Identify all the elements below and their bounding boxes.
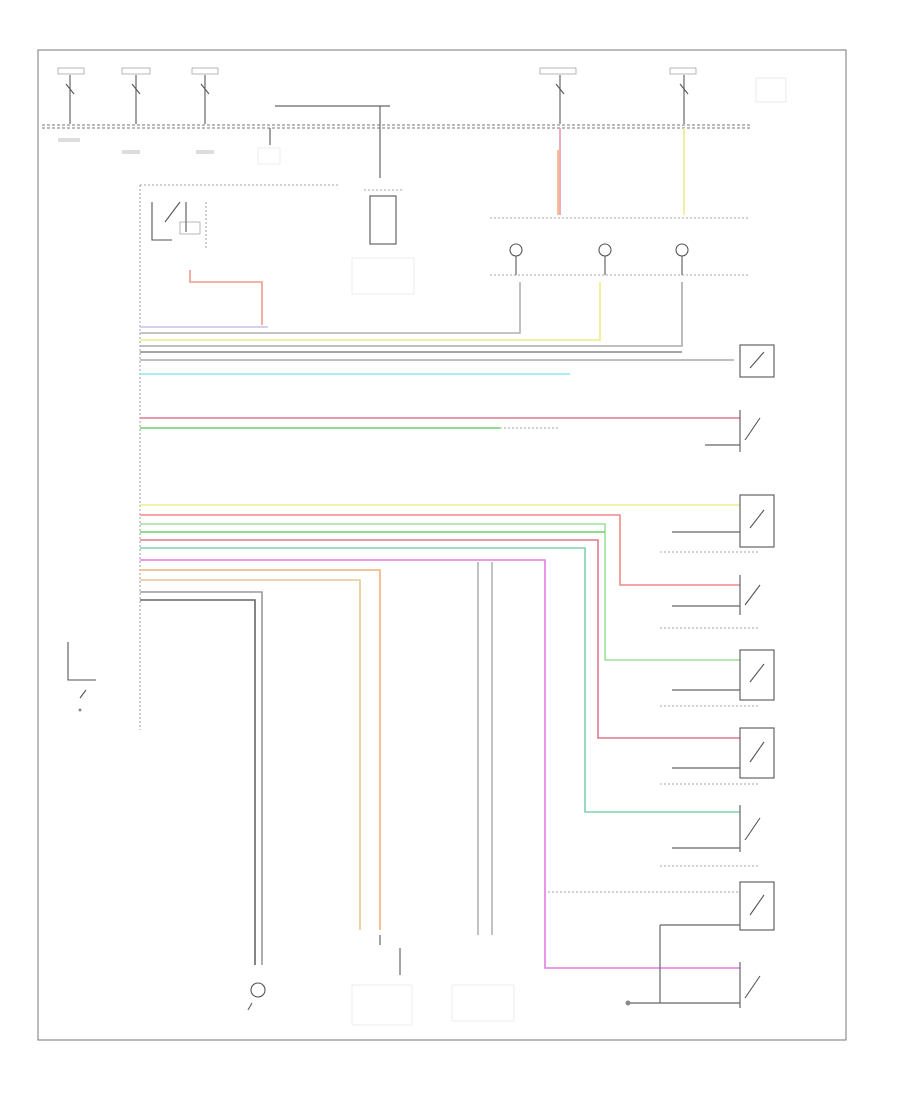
fuse-1 (57, 67, 85, 124)
switch-hood (660, 805, 761, 867)
wire-teal-3 (140, 547, 740, 813)
wire-grey-2 (140, 282, 683, 347)
switch-right-front-door (660, 575, 761, 629)
switch-liftgate-ajar (625, 962, 761, 1008)
switch-right-top (739, 344, 775, 378)
wire-tan-3 (140, 579, 361, 930)
wire-orange-3 (140, 569, 381, 930)
wire-violet-3 (140, 559, 740, 969)
switch-liftgate-lock (548, 881, 775, 1003)
fuse-3 (191, 67, 219, 124)
wire-black-3 (140, 599, 256, 965)
cluster-indicators (509, 243, 689, 275)
wire-red-switch (189, 270, 263, 325)
diagram-frame (37, 49, 847, 1041)
switch-right-rear-door (660, 727, 775, 785)
wire-red-3 (140, 514, 740, 586)
bottom-connector-center (451, 984, 515, 1022)
switch-right-2 (739, 410, 761, 452)
wire-grey-1 (140, 282, 521, 334)
wire-grey-3b (140, 591, 263, 965)
fuse-2 (121, 67, 151, 124)
switch-left-rear-door (660, 649, 775, 707)
fuse-5 (669, 67, 697, 124)
relay-center (275, 105, 415, 295)
fuse-4 (539, 67, 577, 124)
fuse-group (57, 67, 787, 124)
switch-left-front-door (660, 494, 775, 553)
ground-g200 (247, 982, 266, 1011)
wire-yellow-1 (140, 282, 601, 341)
bottom-connector-left (351, 935, 413, 1026)
wire-pink-3 (140, 539, 740, 739)
fuse-panel-label-box (755, 77, 787, 103)
wire-lightgreen-3 (140, 523, 740, 661)
bus-labels (58, 128, 281, 165)
internal-switch (151, 201, 207, 250)
legend-box (67, 642, 96, 712)
